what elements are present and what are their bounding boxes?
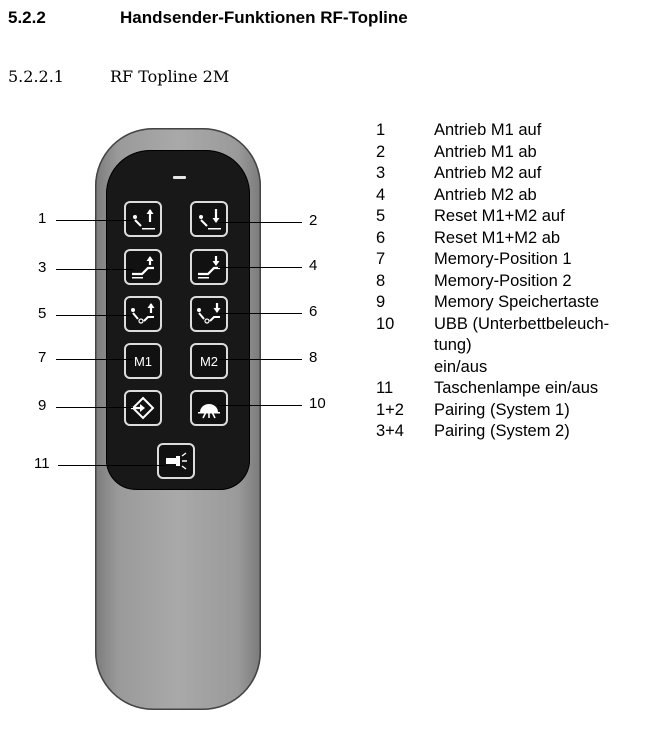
- head-up-arrow-icon: [133, 209, 155, 230]
- foot-up-arrow-icon: [132, 256, 154, 279]
- section-heading: 5.2.2 Handsender-Funktionen RF-Topline: [8, 8, 408, 28]
- motor1-down-button[interactable]: [190, 201, 228, 237]
- callout-4: 4: [309, 257, 318, 274]
- callout-2-leader: [218, 222, 302, 223]
- callout-9-leader: [56, 407, 133, 408]
- flashlight-icon: [166, 452, 187, 470]
- memory-position-2-button[interactable]: M2: [190, 343, 228, 379]
- callout-7: 7: [38, 349, 47, 366]
- callout-1: 1: [38, 210, 47, 227]
- memory-position-1-button[interactable]: M1: [124, 343, 162, 379]
- status-led: [173, 176, 186, 179]
- callout-3: 3: [38, 259, 47, 276]
- motor2-down-button[interactable]: [190, 249, 228, 285]
- reset-up-button[interactable]: [124, 296, 162, 332]
- memory-store-button[interactable]: [124, 390, 162, 426]
- callout-5-leader: [56, 315, 133, 316]
- subsection-number: 5.2.2.1: [8, 67, 64, 86]
- legend-row: tung): [434, 336, 472, 354]
- callout-4-leader: [218, 267, 302, 268]
- callout-6-leader: [218, 313, 302, 314]
- callout-10: 10: [309, 395, 326, 412]
- callout-9: 9: [38, 397, 47, 414]
- callout-7-leader: [56, 359, 133, 360]
- callout-5: 5: [38, 305, 47, 322]
- callout-3-leader: [56, 269, 133, 270]
- foot-down-arrow-icon: [198, 256, 220, 279]
- memory-store-icon: [131, 396, 155, 420]
- callout-1-leader: [56, 220, 133, 221]
- motor2-up-button[interactable]: [124, 249, 162, 285]
- flashlight-button[interactable]: [157, 443, 195, 479]
- callout-11-leader: [58, 465, 166, 466]
- callout-11: 11: [34, 455, 50, 472]
- motor1-up-button[interactable]: [124, 201, 162, 237]
- underbed-light-button[interactable]: [190, 390, 228, 426]
- head-down-arrow-icon: [199, 209, 221, 230]
- callout-10-leader: [218, 405, 302, 406]
- callout-6: 6: [309, 303, 318, 320]
- reset-down-arrow-icon: [197, 303, 221, 324]
- legend-row: ein/aus: [434, 357, 488, 376]
- callout-2: 2: [309, 212, 318, 229]
- underbed-light-icon: [198, 404, 220, 419]
- section-number: 5.2.2: [8, 8, 46, 27]
- subsection-title: RF Topline 2M: [110, 67, 230, 86]
- reset-down-button[interactable]: [190, 296, 228, 332]
- callout-8: 8: [309, 349, 318, 366]
- section-title: Handsender-Funktionen RF-Topline: [120, 8, 408, 27]
- reset-up-arrow-icon: [131, 303, 155, 324]
- callout-8-leader: [218, 359, 302, 360]
- subsection-heading: 5.2.2.1 RF Topline 2M: [8, 67, 229, 86]
